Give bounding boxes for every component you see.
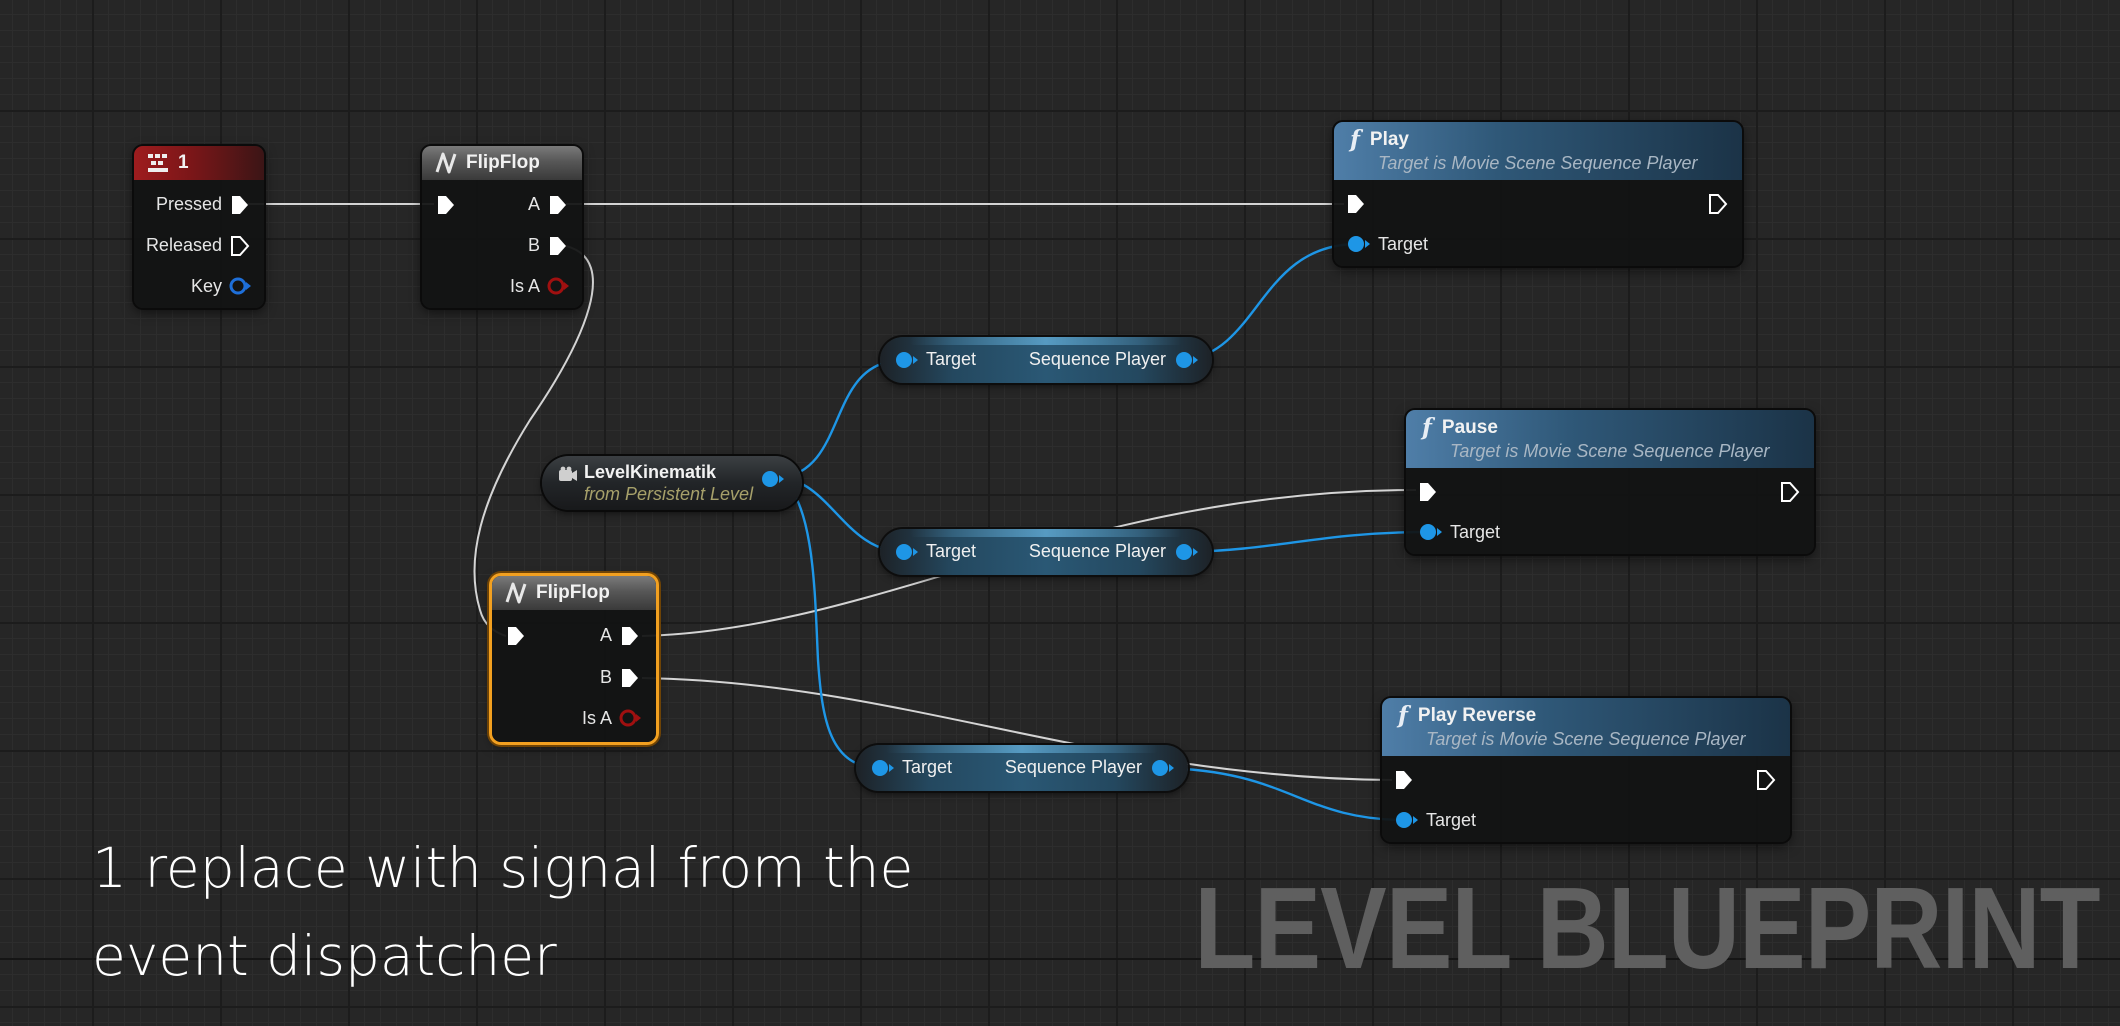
flipflop-1-title: FlipFlop bbox=[466, 152, 540, 173]
function-icon: f bbox=[1422, 414, 1432, 441]
pause-title: Pause bbox=[1441, 416, 1498, 438]
sequence-player-1-target-pin[interactable] bbox=[894, 350, 920, 370]
pause-function-node[interactable]: f Pause Target is Movie Scene Sequence P… bbox=[1406, 410, 1814, 554]
key-event-title: 1 bbox=[178, 152, 189, 173]
macro-icon bbox=[434, 151, 458, 175]
flipflop-1-is-a-label: Is A bbox=[509, 276, 540, 296]
flipflop-1-is-a-bool-pin[interactable] bbox=[546, 276, 570, 296]
pause-exec-in-pin[interactable] bbox=[1418, 481, 1438, 503]
sequence-player-1-output-pin[interactable] bbox=[1174, 350, 1200, 370]
pause-subtitle: Target is Movie Scene Sequence Player bbox=[1450, 441, 1770, 461]
level-blueprint-watermark: LEVEL BLUEPRINT bbox=[1194, 863, 2101, 993]
play-reverse-target-label: Target bbox=[1426, 810, 1477, 830]
play-reverse-header: f Play Reverse Target is Movie Scene Seq… bbox=[1382, 698, 1790, 756]
flipflop-1-a-label: A bbox=[527, 194, 540, 214]
level-kinematik-node[interactable]: LevelKinematik from Persistent Level bbox=[542, 456, 802, 510]
pause-exec-out-pin[interactable] bbox=[1780, 481, 1800, 503]
sequence-player-2-target-pin[interactable] bbox=[894, 542, 920, 562]
play-reverse-exec-in-pin[interactable] bbox=[1394, 769, 1414, 791]
play-title: Play bbox=[1369, 128, 1409, 150]
caption-text: 1 replace with signal from the event dis… bbox=[92, 824, 913, 1000]
object-wire-getter-1-to-play[interactable] bbox=[1185, 242, 1359, 362]
play-header: f Play Target is Movie Scene Sequence Pl… bbox=[1334, 122, 1742, 180]
released-exec-pin[interactable] bbox=[230, 235, 250, 257]
object-wire-getter-3-to-play-reverse[interactable] bbox=[1159, 766, 1407, 822]
play-reverse-target-pin[interactable] bbox=[1394, 810, 1420, 830]
sequence-player-3-target-pin[interactable] bbox=[870, 758, 896, 778]
key-struct-pin[interactable] bbox=[228, 276, 252, 296]
play-target-label: Target bbox=[1378, 234, 1429, 254]
flipflop-2-title: FlipFlop bbox=[536, 582, 610, 603]
sequence-player-node-3[interactable]: Target Sequence Player bbox=[856, 745, 1188, 791]
flipflop-1-exec-in-pin[interactable] bbox=[436, 194, 456, 216]
sequence-player-2-target-label: Target bbox=[926, 541, 977, 561]
play-reverse-exec-out-pin[interactable] bbox=[1756, 769, 1776, 791]
released-pin-label: Released bbox=[145, 235, 222, 255]
flipflop-1-header: FlipFlop bbox=[422, 146, 582, 180]
key-pin-label: Key bbox=[190, 276, 222, 296]
flipflop-2-is-a-bool-pin[interactable] bbox=[618, 708, 642, 728]
sequence-player-2-output-label: Sequence Player bbox=[1028, 541, 1166, 561]
flipflop-1-b-label: B bbox=[527, 235, 540, 255]
flipflop-2-a-exec-pin[interactable] bbox=[620, 625, 640, 647]
play-subtitle: Target is Movie Scene Sequence Player bbox=[1378, 153, 1698, 173]
sequence-player-3-output-label: Sequence Player bbox=[1004, 757, 1142, 777]
key-event-node[interactable]: 1 Pressed Released Key bbox=[134, 146, 264, 308]
flipflop-2-b-exec-pin[interactable] bbox=[620, 667, 640, 689]
level-kinematik-title: LevelKinematik bbox=[584, 462, 717, 482]
flipflop-node-1[interactable]: FlipFlop A B Is A bbox=[422, 146, 582, 308]
key-event-header: 1 bbox=[134, 146, 264, 180]
flipflop-1-a-exec-pin[interactable] bbox=[548, 194, 568, 216]
keyboard-icon bbox=[146, 151, 170, 175]
play-reverse-title: Play Reverse bbox=[1417, 704, 1537, 726]
sequence-player-3-output-pin[interactable] bbox=[1150, 758, 1176, 778]
sequence-player-1-output-label: Sequence Player bbox=[1028, 349, 1166, 369]
level-kinematik-subtitle: from Persistent Level bbox=[584, 484, 754, 504]
sequence-player-node-2[interactable]: Target Sequence Player bbox=[880, 529, 1212, 575]
pause-target-pin[interactable] bbox=[1418, 522, 1444, 542]
horizontal-divider bbox=[0, 958, 2120, 960]
play-reverse-function-node[interactable]: f Play Reverse Target is Movie Scene Seq… bbox=[1382, 698, 1790, 842]
level-kinematik-output-pin[interactable] bbox=[760, 469, 786, 489]
sequence-player-1-target-label: Target bbox=[926, 349, 977, 369]
function-icon: f bbox=[1350, 126, 1360, 153]
pause-header: f Pause Target is Movie Scene Sequence P… bbox=[1406, 410, 1814, 468]
pressed-pin-label: Pressed bbox=[155, 194, 222, 214]
object-wire-level-to-getter-3[interactable] bbox=[779, 476, 881, 770]
flipflop-1-b-exec-pin[interactable] bbox=[548, 235, 568, 257]
level-actor-icon bbox=[558, 466, 578, 489]
sequence-player-2-output-pin[interactable] bbox=[1174, 542, 1200, 562]
function-icon: f bbox=[1398, 702, 1408, 729]
flipflop-node-2[interactable]: FlipFlop A B Is A bbox=[492, 576, 656, 742]
object-wire-getter-2-to-pause[interactable] bbox=[1185, 530, 1431, 554]
sequence-player-node-1[interactable]: Target Sequence Player bbox=[880, 337, 1212, 383]
flipflop-2-a-label: A bbox=[599, 625, 612, 645]
flipflop-2-b-label: B bbox=[599, 667, 612, 687]
play-function-node[interactable]: f Play Target is Movie Scene Sequence Pl… bbox=[1334, 122, 1742, 266]
flipflop-2-exec-in-pin[interactable] bbox=[506, 625, 526, 647]
play-target-pin[interactable] bbox=[1346, 234, 1372, 254]
macro-icon bbox=[504, 581, 528, 605]
pressed-exec-pin[interactable] bbox=[230, 194, 250, 216]
play-exec-in-pin[interactable] bbox=[1346, 193, 1366, 215]
flipflop-2-is-a-label: Is A bbox=[581, 708, 612, 728]
sequence-player-3-target-label: Target bbox=[902, 757, 953, 777]
caption-line-1: 1 replace with signal from the bbox=[92, 836, 914, 900]
play-exec-out-pin[interactable] bbox=[1708, 193, 1728, 215]
object-wire-level-to-getter-1[interactable] bbox=[779, 358, 905, 480]
flipflop-2-header: FlipFlop bbox=[492, 576, 656, 610]
pause-target-label: Target bbox=[1450, 522, 1501, 542]
play-reverse-subtitle: Target is Movie Scene Sequence Player bbox=[1426, 729, 1746, 749]
caption-line-2: event dispatcher bbox=[92, 924, 557, 988]
